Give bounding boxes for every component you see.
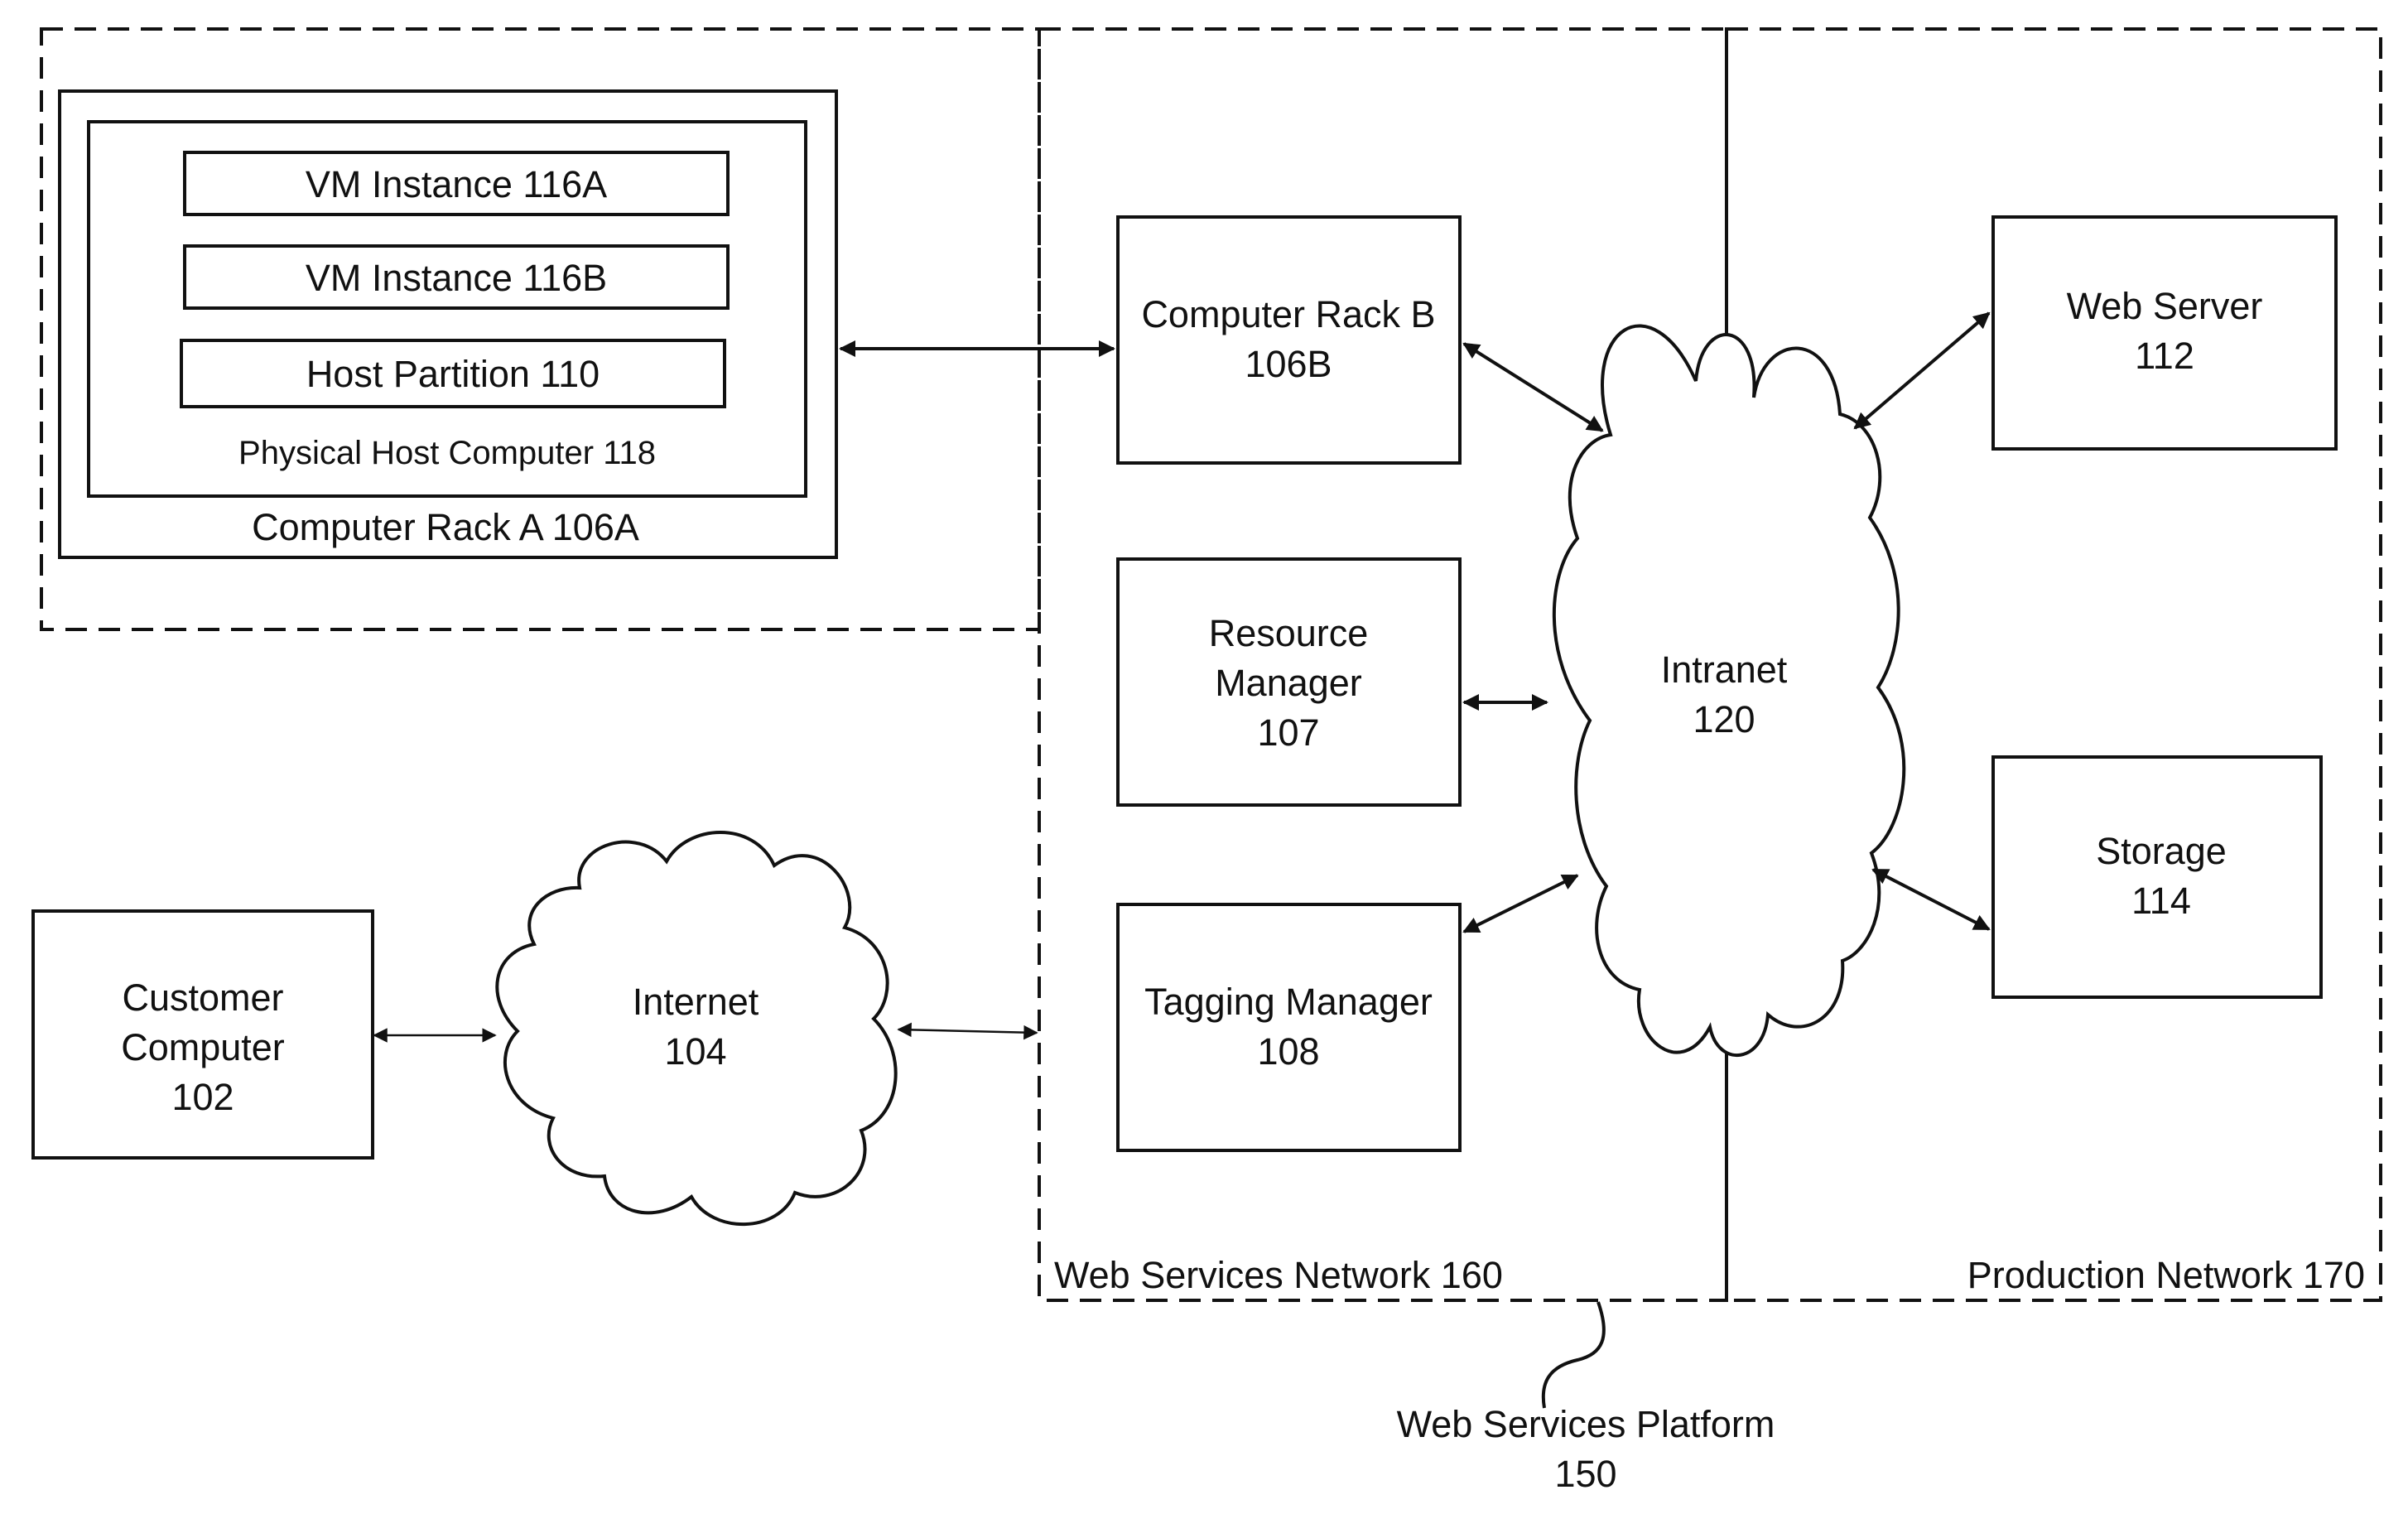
computer-rack-a-label: Computer Rack A 106A (252, 506, 639, 548)
customer-computer-label-line2: Computer (121, 1026, 285, 1068)
connector-tagging-manager-to-intranet (1464, 875, 1577, 932)
connector-intranet-to-storage (1873, 870, 1989, 929)
internet-label-line1: Internet (633, 981, 759, 1023)
web-server-label-line1: Web Server (2067, 285, 2263, 327)
computer-rack-b-box (1118, 217, 1460, 463)
storage-box (1993, 757, 2321, 997)
computer-rack-b-label-line2: 106B (1245, 343, 1332, 385)
host-partition-label: Host Partition 110 (306, 353, 600, 395)
internet-label-line2: 104 (664, 1030, 726, 1073)
resource-manager-label-line3: 107 (1257, 711, 1319, 754)
tagging-manager-label-line2: 108 (1257, 1030, 1319, 1073)
storage-label-line2: 114 (2131, 880, 2191, 922)
intranet-label-line2: 120 (1693, 698, 1755, 740)
internet-cloud (497, 832, 895, 1224)
physical-host-computer-label: Physical Host Computer 118 (238, 435, 656, 471)
production-network-label: Production Network 170 (1967, 1254, 2365, 1296)
storage-label-line1: Storage (2096, 830, 2227, 872)
platform-leader-line (1544, 1302, 1604, 1408)
vm-instance-116b-label: VM Instance 116B (306, 257, 607, 299)
connector-intranet-to-web-server (1855, 313, 1989, 428)
tagging-manager-label-line1: Tagging Manager (1144, 981, 1433, 1023)
vm-instance-116a-label: VM Instance 116A (306, 163, 607, 205)
customer-computer-label-line3: 102 (171, 1076, 234, 1118)
connector-internet-to-web-services-network (898, 1029, 1037, 1033)
web-services-network-label: Web Services Network 160 (1054, 1254, 1503, 1296)
platform-label-line1: Web Services Platform (1397, 1403, 1775, 1445)
connector-rack-b-to-intranet (1464, 344, 1602, 431)
web-server-label-line2: 112 (2135, 335, 2194, 377)
customer-computer-label-line1: Customer (122, 976, 283, 1019)
tagging-manager-box (1118, 904, 1460, 1150)
resource-manager-label-line2: Manager (1215, 662, 1362, 704)
platform-label-line2: 150 (1554, 1453, 1616, 1495)
web-server-box (1993, 217, 2336, 449)
resource-manager-label-line1: Resource (1209, 612, 1369, 654)
intranet-label-line1: Intranet (1661, 649, 1788, 691)
computer-rack-b-label-line1: Computer Rack B (1141, 293, 1435, 335)
